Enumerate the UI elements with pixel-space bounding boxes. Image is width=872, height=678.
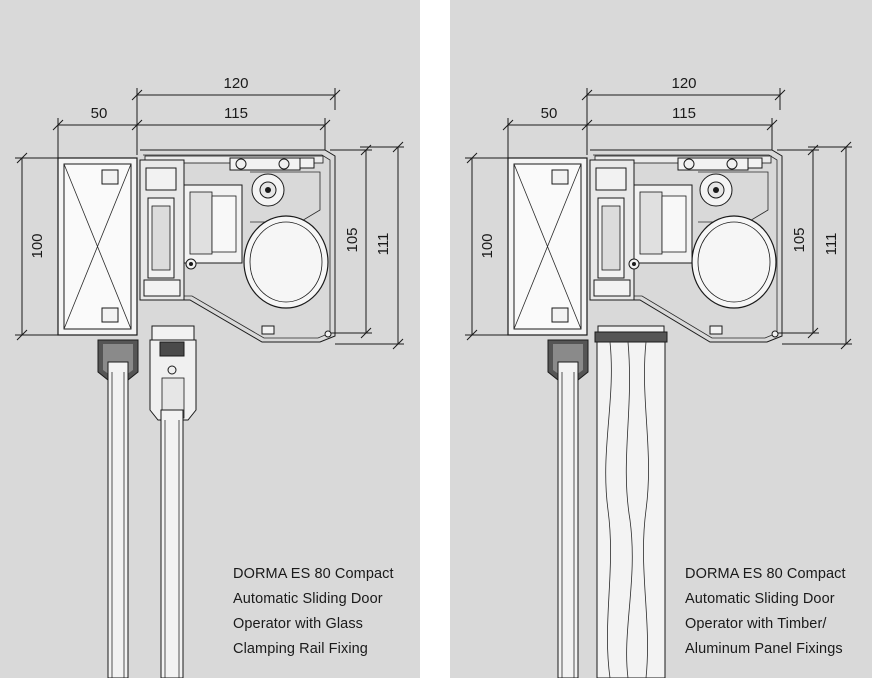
- sliding-glass-clamping-rail: [149, 325, 197, 678]
- steel-tube-section: [507, 157, 588, 336]
- fixed-glass-panel: [547, 339, 589, 678]
- dimension-105-label: 105: [344, 227, 361, 252]
- section-drawing-glass: 120 50 115 100: [15, 75, 404, 678]
- caption-line-3: Operator with Timber/: [685, 616, 827, 632]
- caption-line-4: Aluminum Panel Fixings: [685, 641, 843, 657]
- dimension-115: 115: [137, 105, 331, 150]
- dimension-115: 115: [587, 105, 778, 150]
- timber-panel: [594, 325, 668, 678]
- caption-timber-aluminum: DORMA ES 80 Compact Automatic Sliding Do…: [685, 562, 846, 662]
- dimension-100: 100: [15, 152, 58, 341]
- dimension-100: 100: [465, 152, 508, 341]
- dimension-105: 105: [330, 144, 372, 339]
- dimension-50-label: 50: [91, 105, 108, 122]
- caption-glass-clamping: DORMA ES 80 Compact Automatic Sliding Do…: [233, 562, 394, 662]
- panel-timber-aluminum: 120 50 115 100: [450, 0, 872, 678]
- dimension-111-label: 111: [823, 233, 840, 256]
- dimension-111: 111: [335, 141, 404, 350]
- dimension-105: 105: [777, 144, 819, 339]
- caption-line-1: DORMA ES 80 Compact: [685, 566, 846, 582]
- section-drawing-timber: 120 50 115 100: [465, 75, 852, 678]
- dimension-120-label: 120: [671, 75, 696, 92]
- dimension-120: 120: [581, 75, 786, 155]
- operator-housing: [589, 149, 783, 343]
- dimension-111: 111: [782, 141, 852, 350]
- caption-line-4: Clamping Rail Fixing: [233, 641, 368, 657]
- caption-line-3: Operator with Glass: [233, 616, 364, 632]
- dimension-100-label: 100: [479, 233, 496, 258]
- dimension-111-label: 111: [375, 233, 392, 256]
- caption-line-1: DORMA ES 80 Compact: [233, 566, 394, 582]
- dimension-50-label: 50: [541, 105, 558, 122]
- dimension-100-label: 100: [29, 233, 46, 258]
- steel-tube-section: [57, 157, 138, 336]
- caption-line-2: Automatic Sliding Door: [233, 591, 383, 607]
- caption-line-2: Automatic Sliding Door: [685, 591, 835, 607]
- dimension-120-label: 120: [223, 75, 248, 92]
- dimension-115-label: 115: [224, 105, 248, 122]
- dimension-105-label: 105: [791, 227, 808, 252]
- operator-housing: [139, 149, 336, 343]
- panel-glass-clamping: 120 50 115 100: [0, 0, 420, 678]
- dimension-120: 120: [131, 75, 341, 155]
- dimension-115-label: 115: [672, 105, 696, 122]
- dimension-50: 50: [52, 105, 143, 160]
- dimension-50: 50: [502, 105, 593, 160]
- fixed-glass-panel: [97, 339, 139, 678]
